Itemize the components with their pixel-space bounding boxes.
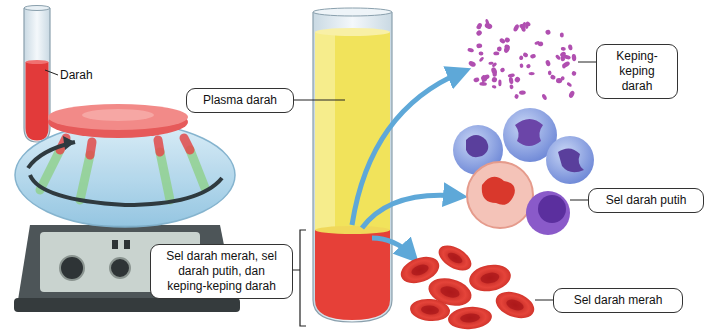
platelet	[545, 29, 552, 35]
platelet	[485, 19, 490, 26]
platelet	[503, 44, 511, 53]
platelet	[561, 47, 567, 51]
label-box: Plasma darah	[186, 88, 294, 113]
platelet	[556, 78, 562, 84]
platelet	[541, 93, 547, 100]
platelet	[566, 82, 572, 88]
label-box: Sel darah merah, sel darah putih, dan ke…	[150, 244, 293, 299]
red-blood-cell	[467, 262, 513, 295]
platelet	[519, 55, 524, 60]
platelet	[560, 32, 564, 37]
label-text: Sel darah merah, sel darah putih, dan ke…	[159, 249, 284, 294]
platelet	[476, 25, 481, 29]
platelet	[497, 46, 502, 51]
platelet	[563, 54, 571, 60]
platelet	[514, 94, 519, 99]
platelet	[568, 90, 575, 99]
red-blood-cell	[434, 240, 475, 275]
platelet	[475, 29, 483, 37]
platelet	[548, 70, 552, 75]
platelet	[468, 60, 477, 68]
platelet	[491, 85, 496, 89]
platelet	[478, 51, 483, 55]
platelet	[491, 76, 498, 83]
label-text: Keping-keping darah	[605, 49, 669, 94]
platelet	[488, 61, 494, 65]
platelet	[476, 22, 483, 29]
platelet	[476, 43, 482, 48]
platelet	[529, 72, 535, 75]
platelet	[500, 67, 506, 73]
platelet	[512, 23, 519, 32]
label-text: Sel darah merah	[562, 293, 674, 308]
platelet	[498, 80, 501, 87]
red-blood-cell	[409, 297, 451, 322]
platelet	[568, 44, 573, 50]
label-box: Sel darah putih	[588, 188, 704, 213]
platelet	[480, 74, 488, 82]
label-text: Darah	[60, 68, 93, 82]
platelet	[499, 37, 506, 44]
platelet	[561, 60, 570, 68]
label-text: Sel darah putih	[597, 193, 695, 208]
platelet	[545, 59, 551, 66]
label-box: Sel darah merah	[553, 288, 683, 313]
platelet	[571, 54, 576, 62]
platelet	[514, 76, 521, 83]
platelet	[490, 67, 498, 76]
label-text: Plasma darah	[195, 93, 285, 108]
platelet	[525, 23, 529, 29]
platelet	[509, 84, 514, 90]
platelet	[467, 47, 474, 53]
platelet	[519, 90, 526, 95]
platelet	[508, 77, 513, 85]
platelet	[519, 63, 523, 68]
platelet	[478, 56, 484, 62]
label-box: Keping-keping darah	[596, 44, 678, 99]
platelet	[534, 40, 540, 45]
platelet	[571, 70, 577, 76]
platelet	[525, 63, 531, 69]
platelet	[493, 51, 499, 55]
red-blood-cell	[447, 305, 493, 331]
platelet	[473, 77, 480, 83]
platelet	[530, 53, 537, 59]
platelet	[522, 52, 529, 58]
red-blood-cell	[492, 287, 538, 323]
platelet	[562, 64, 566, 69]
platelet	[550, 74, 557, 80]
